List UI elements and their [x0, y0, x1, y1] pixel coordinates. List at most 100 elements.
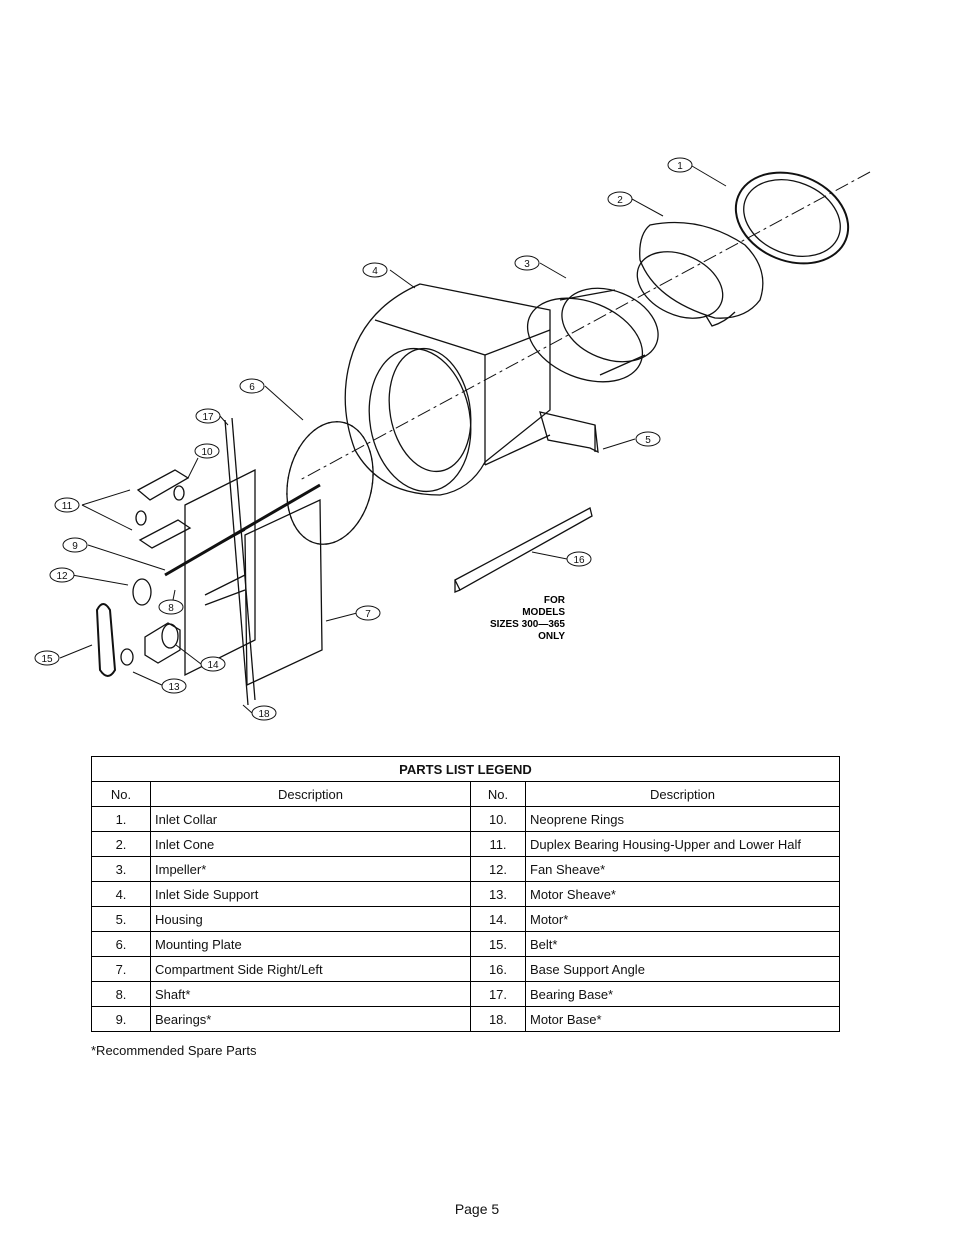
- part-number-cell: 15.: [470, 931, 526, 957]
- part-description-cell: Motor*: [525, 906, 840, 932]
- callout-16: 16: [566, 551, 592, 567]
- callout-14: 14: [200, 656, 226, 672]
- callout-10: 10: [194, 443, 220, 459]
- part-number-cell: 17.: [470, 981, 526, 1007]
- part-description-cell: Inlet Collar: [150, 806, 471, 832]
- part-description-cell: Impeller*: [150, 856, 471, 882]
- fan-sheave-part: [132, 578, 152, 606]
- part-description-cell: Base Support Angle: [525, 956, 840, 982]
- svg-text:8: 8: [168, 603, 174, 614]
- part-description-cell: Shaft*: [150, 981, 471, 1007]
- part-number-cell: 3.: [91, 856, 151, 882]
- footnote: *Recommended Spare Parts: [91, 1043, 257, 1058]
- models-note-line: MODELS: [522, 607, 565, 618]
- no-header: No.: [91, 781, 151, 807]
- svg-text:10: 10: [201, 447, 213, 458]
- svg-text:16: 16: [573, 555, 585, 566]
- parts-list-legend: PARTS LIST LEGEND No. Description No. De…: [91, 756, 840, 1032]
- part-description-cell: Neoprene Rings: [525, 806, 840, 832]
- part-number-cell: 4.: [91, 881, 151, 907]
- models-note-line: SIZES 300—365: [490, 619, 565, 630]
- svg-text:9: 9: [72, 541, 78, 552]
- callout-2: 2: [607, 191, 633, 207]
- part-number-cell: 7.: [91, 956, 151, 982]
- mounting-plate-part: [286, 421, 374, 545]
- callout-8: 8: [158, 599, 184, 615]
- part-description-cell: Motor Sheave*: [525, 881, 840, 907]
- part-number-cell: 8.: [91, 981, 151, 1007]
- svg-text:11: 11: [62, 501, 73, 512]
- callout-3: 3: [514, 255, 540, 271]
- no-header: No.: [470, 781, 526, 807]
- svg-text:13: 13: [168, 682, 180, 693]
- svg-text:5: 5: [645, 435, 651, 446]
- svg-text:7: 7: [365, 609, 371, 620]
- callout-11: 11: [54, 497, 80, 513]
- shaft-part: [164, 483, 321, 577]
- table-row: 3.Impeller*12.Fan Sheave*: [91, 856, 840, 882]
- models-note-line: ONLY: [538, 631, 565, 642]
- motor-part: [144, 622, 181, 664]
- belt-part: [95, 603, 117, 677]
- callout-15: 15: [34, 650, 60, 666]
- part-description-cell: Mounting Plate: [150, 931, 471, 957]
- part-number-cell: 9.: [91, 1006, 151, 1032]
- callout-9: 9: [62, 537, 88, 553]
- callout-5: 5: [635, 431, 661, 447]
- svg-text:14: 14: [207, 660, 219, 671]
- page-number: Page 5: [454, 1201, 500, 1217]
- part-description-cell: Compartment Side Right/Left: [150, 956, 471, 982]
- part-number-cell: 16.: [470, 956, 526, 982]
- legend-title: PARTS LIST LEGEND: [91, 756, 840, 782]
- callout-7: 7: [355, 605, 381, 621]
- part-number-cell: 14.: [470, 906, 526, 932]
- part-description-cell: Housing: [150, 906, 471, 932]
- callout-18: 18: [251, 705, 277, 721]
- callout-4: 4: [362, 262, 388, 278]
- svg-text:6: 6: [249, 382, 255, 393]
- part-description-cell: Inlet Side Support: [150, 881, 471, 907]
- part-number-cell: 18.: [470, 1006, 526, 1032]
- part-description-cell: Duplex Bearing Housing-Upper and Lower H…: [525, 831, 840, 857]
- svg-text:1: 1: [677, 161, 683, 172]
- models-note-line: FOR: [544, 595, 566, 606]
- part-number-cell: 1.: [91, 806, 151, 832]
- svg-text:12: 12: [56, 571, 68, 582]
- part-description-cell: Bearings*: [150, 1006, 471, 1032]
- part-number-cell: 2.: [91, 831, 151, 857]
- description-header: Description: [150, 781, 471, 807]
- inlet-collar-part: [734, 171, 850, 265]
- part-description-cell: Inlet Cone: [150, 831, 471, 857]
- part-number-cell: 5.: [91, 906, 151, 932]
- part-description-cell: Belt*: [525, 931, 840, 957]
- svg-text:3: 3: [524, 259, 530, 270]
- bearing-housing-part: [135, 469, 192, 549]
- part-description-cell: Fan Sheave*: [525, 856, 840, 882]
- description-header: Description: [525, 781, 840, 807]
- svg-text:2: 2: [617, 195, 623, 206]
- base-support-angle-part: [454, 507, 593, 593]
- motor-sheave-part: [120, 648, 134, 666]
- part-number-cell: 10.: [470, 806, 526, 832]
- impeller-part: [526, 287, 659, 383]
- callout-6: 6: [239, 378, 265, 394]
- callout-13: 13: [161, 678, 187, 694]
- part-description-cell: Motor Base*: [525, 1006, 840, 1032]
- callout-1: 1: [667, 157, 693, 173]
- inlet-cone-part: [636, 221, 764, 327]
- svg-text:4: 4: [372, 266, 378, 277]
- callout-12: 12: [49, 567, 75, 583]
- svg-text:17: 17: [202, 412, 214, 423]
- table-row: 9.Bearings*18.Motor Base*: [91, 1006, 840, 1032]
- part-number-cell: 12.: [470, 856, 526, 882]
- part-description-cell: Bearing Base*: [525, 981, 840, 1007]
- housing-part: [344, 283, 551, 496]
- callout-17: 17: [195, 408, 221, 424]
